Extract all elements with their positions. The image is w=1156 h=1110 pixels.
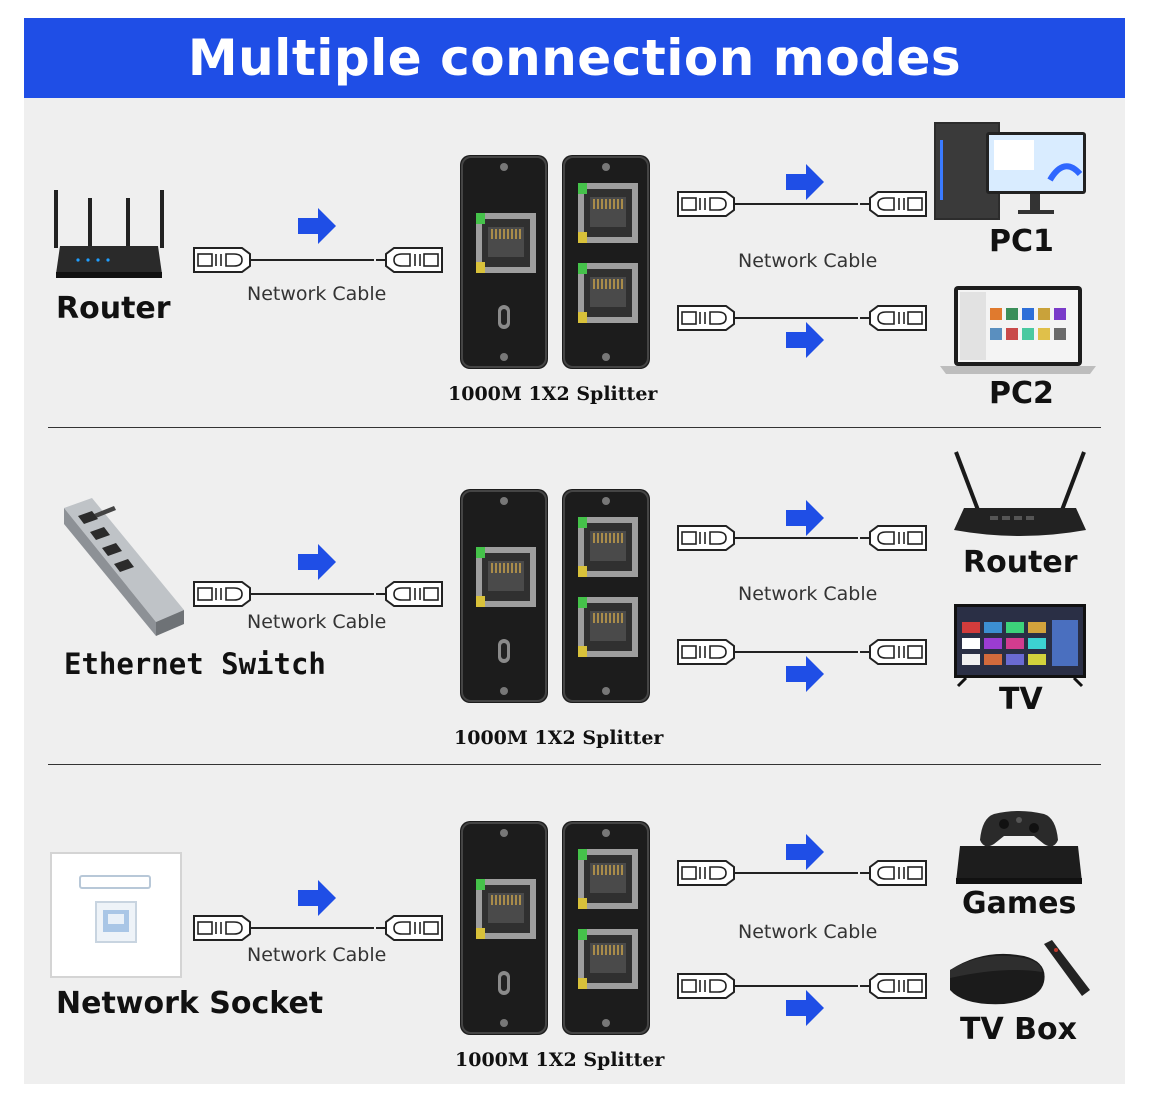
output-label: Router bbox=[963, 545, 1078, 580]
splitter-device bbox=[460, 155, 651, 370]
splitter-device bbox=[460, 821, 651, 1036]
laptop-icon bbox=[940, 286, 1096, 374]
splitter-label: 1000M 1X2 Splitter bbox=[455, 1049, 665, 1071]
arrow-icon bbox=[786, 834, 824, 870]
cable-label: Network Cable bbox=[738, 583, 878, 605]
tv-box-icon bbox=[950, 940, 1090, 1005]
input-cable bbox=[193, 247, 443, 273]
output-label: TV Box bbox=[960, 1012, 1077, 1047]
arrow-icon bbox=[786, 500, 824, 536]
arrow-icon bbox=[786, 990, 824, 1026]
output-label: Games bbox=[962, 886, 1077, 921]
input-cable bbox=[193, 581, 443, 607]
page-title: Multiple connection modes bbox=[187, 29, 962, 87]
arrow-icon bbox=[786, 164, 824, 200]
tv-icon bbox=[954, 604, 1086, 688]
input-cable bbox=[193, 915, 443, 941]
output-cable-1 bbox=[677, 191, 927, 217]
source-label: Router bbox=[56, 291, 171, 326]
arrow-icon bbox=[786, 322, 824, 358]
splitter-device bbox=[460, 489, 651, 704]
arrow-icon bbox=[298, 880, 336, 916]
cable-label: Network Cable bbox=[247, 611, 387, 633]
section-divider bbox=[48, 427, 1101, 428]
game-console-icon bbox=[956, 811, 1082, 884]
output-cable-2 bbox=[677, 973, 927, 999]
router-icon bbox=[954, 451, 1086, 536]
wall-socket-icon bbox=[50, 852, 182, 978]
arrow-icon bbox=[298, 544, 336, 580]
title-banner: Multiple connection modes bbox=[24, 18, 1125, 98]
desktop-pc-icon bbox=[934, 122, 1086, 220]
cable-label: Network Cable bbox=[738, 250, 878, 272]
arrow-icon bbox=[298, 208, 336, 244]
output-cable-2 bbox=[677, 639, 927, 665]
source-label: Ethernet Switch bbox=[64, 647, 326, 681]
splitter-label: 1000M 1X2 Splitter bbox=[454, 727, 664, 749]
output-label: TV bbox=[999, 682, 1043, 717]
source-label: Network Socket bbox=[56, 986, 324, 1021]
router-icon bbox=[54, 190, 164, 278]
output-cable-1 bbox=[677, 525, 927, 551]
section-divider bbox=[48, 764, 1101, 765]
output-label: PC1 bbox=[989, 224, 1054, 259]
cable-label: Network Cable bbox=[738, 921, 878, 943]
output-cable-1 bbox=[677, 860, 927, 886]
output-cable-2 bbox=[677, 305, 927, 331]
cable-label: Network Cable bbox=[247, 944, 387, 966]
ethernet-switch-icon bbox=[64, 498, 184, 636]
arrow-icon bbox=[786, 656, 824, 692]
splitter-label: 1000M 1X2 Splitter bbox=[448, 383, 658, 405]
cable-label: Network Cable bbox=[247, 283, 387, 305]
output-label: PC2 bbox=[989, 376, 1054, 411]
